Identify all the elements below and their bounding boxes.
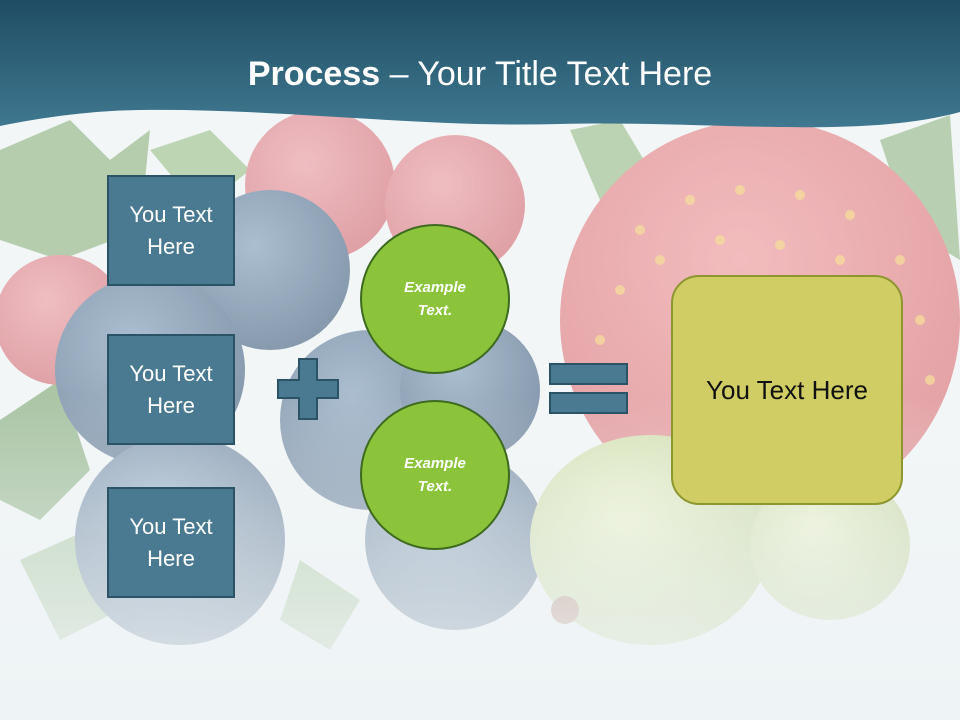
example-circle-2[interactable]: Example Text. [360, 400, 510, 550]
result-box[interactable]: You Text Here [671, 275, 903, 505]
left-box-3[interactable]: You Text Here [107, 487, 235, 598]
title-rest: – Your Title Text Here [380, 55, 713, 93]
slide-title: Process – Your Title Text Here [0, 52, 960, 96]
result-label: You Text Here [706, 374, 868, 405]
left-box-label: You Text Here [129, 513, 213, 571]
left-box-label: You Text Here [129, 360, 213, 418]
example-circle-1[interactable]: Example Text. [360, 224, 510, 374]
equals-icon [549, 363, 628, 414]
circle-label: Example Text. [404, 455, 466, 495]
plus-icon [277, 358, 339, 420]
header-band [0, 0, 960, 128]
left-box-1[interactable]: You Text Here [107, 175, 235, 286]
circle-label: Example Text. [404, 279, 466, 319]
title-bold: Process [247, 55, 381, 93]
left-box-2[interactable]: You Text Here [107, 334, 235, 445]
left-box-label: You Text Here [129, 201, 213, 259]
